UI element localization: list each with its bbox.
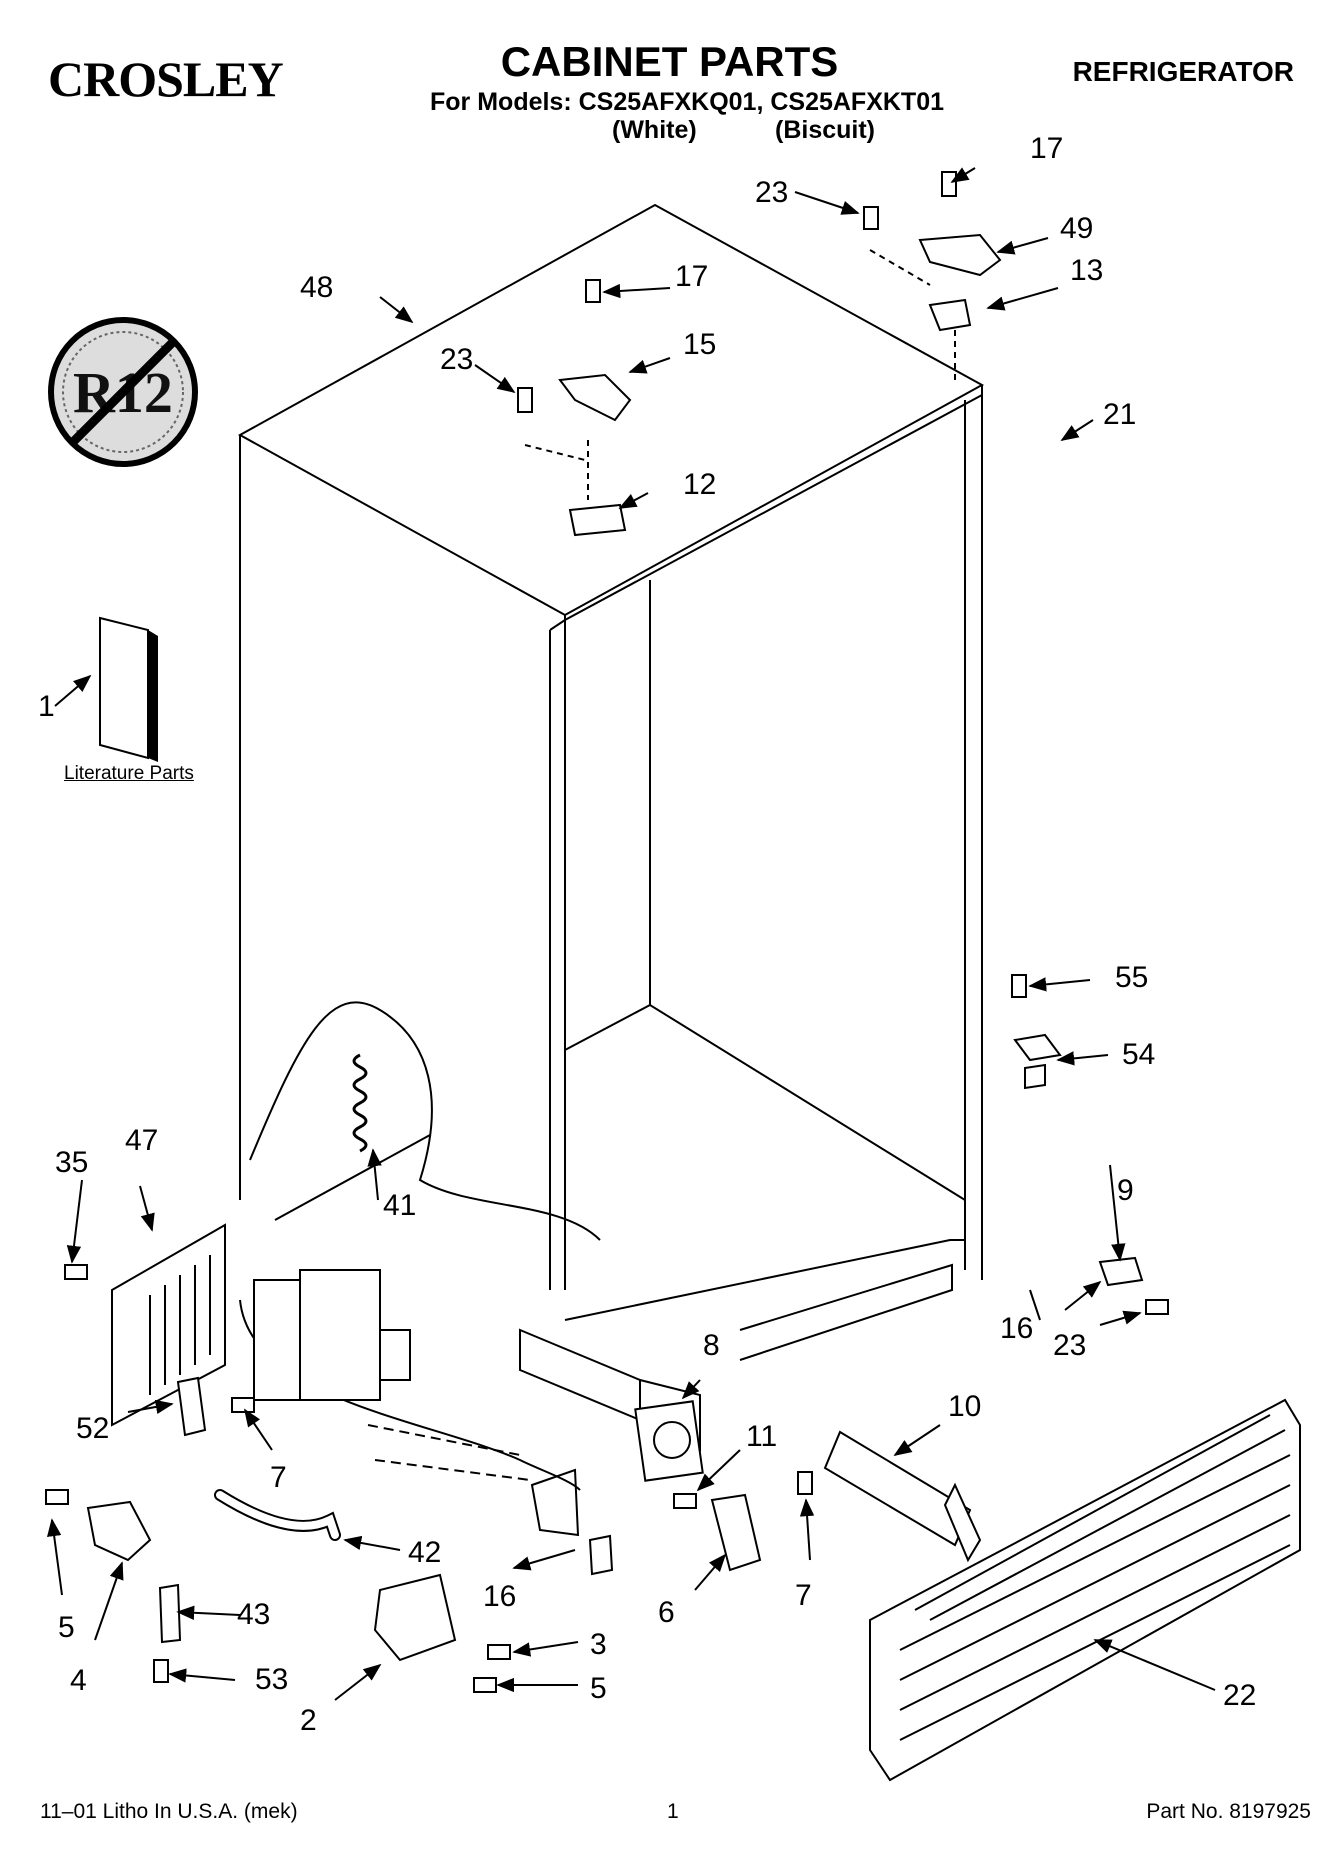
callout-47: 47 [125,1124,158,1157]
callout-2: 2 [300,1704,317,1737]
arrow-10 [893,1424,941,1456]
hinge-hardware [524,233,1002,537]
arrow-49 [996,237,1049,255]
arrow-2 [334,1663,382,1701]
arrow-16-right [1064,1280,1102,1311]
arrow-5-left [47,1518,63,1596]
arrow-9 [1109,1164,1126,1262]
literature-booklet [99,616,158,762]
arrow-42 [343,1535,401,1551]
arrow-47 [139,1185,155,1232]
callout-15: 15 [683,328,716,361]
arrow-21 [1060,419,1094,441]
arrow-12 [618,492,649,509]
arrow-55 [1028,977,1091,992]
callout-22: 22 [1223,1679,1256,1712]
footer-part-number: Part No. 8197925 [1146,1800,1311,1823]
arrow-22 [1093,1639,1216,1691]
callout-53: 53 [255,1663,288,1696]
arrow-1 [54,674,92,707]
page-title: CABINET PARTS [500,38,839,85]
arrow-16-mid [512,1549,576,1571]
arrow-15 [628,357,671,374]
arrow-7-left [243,1408,273,1451]
callout-48: 48 [300,271,333,304]
callout-54: 54 [1122,1038,1155,1071]
category-label: REFRIGERATOR [1072,56,1294,87]
no-r12-badge: R12 [48,317,198,467]
arrow-6 [694,1553,727,1591]
callout-3: 3 [590,1628,607,1661]
callout-5-left: 5 [58,1611,75,1644]
arrow-23-top [794,191,860,215]
callout-10: 10 [948,1390,981,1423]
arrow-7-right [799,1498,815,1561]
callout-16-mid: 16 [483,1580,516,1613]
callout-11: 11 [746,1420,777,1453]
variant-white: (White) [612,116,697,144]
callout-12: 12 [683,468,716,501]
rear-panel-47 [111,1223,226,1427]
models-line: For Models: CS25AFXKQ01, CS25AFXKT01 [430,88,945,116]
callout-5-right: 5 [590,1672,607,1705]
arrow-8 [681,1379,701,1400]
small-brackets [86,1033,1144,1662]
callout-8: 8 [703,1329,720,1362]
callout-35: 35 [55,1146,88,1179]
callout-7-left: 7 [270,1461,287,1494]
footer-litho: 11–01 Litho In U.S.A. (mek) [40,1800,298,1823]
coil-41 [352,1053,368,1153]
front-grille-22 [869,1398,1301,1782]
callout-43: 43 [237,1598,270,1631]
arrow-23-right [1099,1310,1142,1326]
literature-parts-label: Literature Parts [64,763,194,784]
arrow-54 [1056,1051,1109,1066]
callout-labels: 17 23 49 13 17 48 15 23 21 12 1 55 54 35… [38,132,1256,1737]
footer-page-number: 1 [667,1800,679,1823]
callout-23-mid: 23 [440,343,473,376]
arrow-13 [986,287,1059,311]
brand-logo: CROSLEY [48,51,284,107]
arrow-3 [512,1641,579,1657]
callout-52: 52 [76,1412,109,1445]
arrow-52 [127,1399,174,1414]
callout-21: 21 [1103,398,1136,431]
leader-arrows [47,167,1216,1701]
arrow-17-top [950,167,976,183]
callout-49: 49 [1060,212,1093,245]
arrow-35 [66,1179,83,1264]
callout-17-mid: 17 [675,260,708,293]
arrow-53 [168,1668,236,1683]
callout-4: 4 [70,1664,87,1697]
compressor-assembly [253,1269,531,1481]
callout-6: 6 [658,1596,675,1629]
callout-42: 42 [408,1536,441,1569]
arrow-48 [379,296,414,324]
callout-41: 41 [383,1189,416,1222]
arrow-41 [367,1148,382,1201]
arrow-4 [94,1561,124,1641]
callout-23-top: 23 [755,176,788,209]
filter-10 [823,1430,982,1563]
callout-1: 1 [38,690,55,723]
screws [45,171,1169,1693]
arrow-17-mid [602,283,671,299]
variant-biscuit: (Biscuit) [775,116,875,144]
callout-9: 9 [1117,1174,1134,1207]
arrow-43 [176,1605,241,1620]
callout-55: 55 [1115,961,1148,994]
drain-tube-8 [519,1328,704,1482]
callout-17-top: 17 [1030,132,1063,165]
callout-7-right: 7 [795,1579,812,1612]
arrow-23-mid [474,364,516,394]
callout-13: 13 [1070,254,1103,287]
callout-16-right: 16 [1000,1312,1033,1345]
arrow-11 [696,1449,741,1492]
callout-23-right: 23 [1053,1329,1086,1362]
